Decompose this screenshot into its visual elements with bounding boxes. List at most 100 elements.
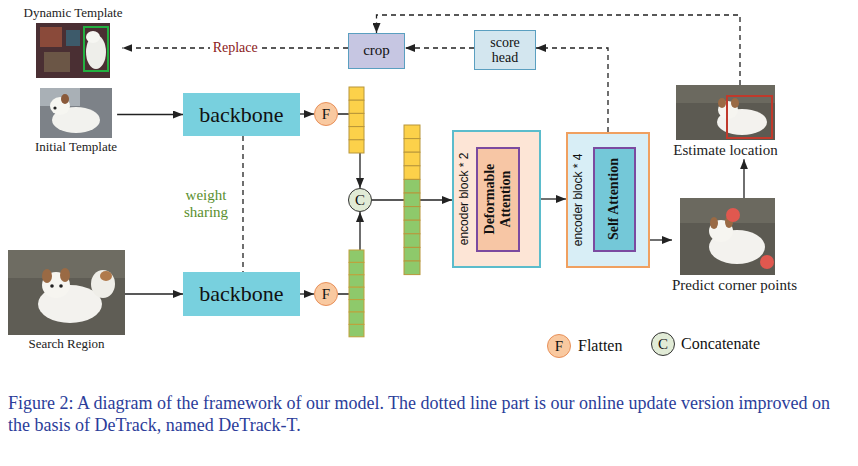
dynamic-template-photo [36,23,110,78]
connector [300,293,314,294]
dog-ear [42,269,52,283]
dashed-connector [377,15,741,85]
photo-area [40,88,112,138]
attention-block: Deformable Attention [476,147,520,252]
connectors [117,15,744,294]
label-strip: encoder block * 4 [568,134,590,266]
token-cell [349,275,364,287]
photo-panel: Initial Template [35,88,117,155]
edge-label: weight sharing [175,187,237,222]
concat-operator: C [348,188,372,212]
legend-symbol: C [651,332,675,356]
symbol-letter: F [555,339,563,354]
node-label: Self Attention [606,158,622,240]
node-label: Predict corner points [672,277,797,294]
token-cell [404,152,420,166]
concatenated-token-column [404,125,420,275]
connector [125,293,183,294]
token-cell [404,125,420,139]
photo-ground [680,198,775,275]
estimate-location-photo [676,85,775,140]
initial-template-photo [40,88,112,138]
photo-area [680,198,775,275]
token-cell [404,139,420,153]
template-box [84,27,108,71]
dog-ear [710,217,718,229]
dog-head [86,31,100,43]
backbone-box: backbone [183,272,300,316]
node-label: F [322,107,330,122]
dog-ear [60,268,70,282]
photo-area [676,85,775,140]
node-label: C [355,193,365,208]
node-label: backbone [199,281,283,306]
dashed-connector [405,47,474,48]
dashed-connector [536,48,608,132]
token-cell [349,87,364,100]
photo-area [36,23,110,78]
dog-eye [50,284,54,288]
figure-caption: Figure 2: A diagram of the framework of … [8,393,853,437]
photo-patch [66,30,80,46]
process-box: score head [474,30,536,70]
token-cell [404,207,420,221]
dog-eye [59,284,63,288]
legend-symbol: F [547,334,571,358]
connector [650,239,672,240]
connector [300,113,314,114]
corner-point [726,208,740,222]
photo-panel: Dynamic Template [24,6,123,78]
legend-text: Flatten [578,337,622,355]
flatten-operator: F [314,282,338,306]
photo-panel: Search Region [8,250,125,352]
couch-back [680,198,775,223]
photo-ground [36,23,110,78]
corner-point [760,255,774,269]
connector [541,198,566,199]
token-cell [404,234,420,248]
token-cell [404,179,420,193]
dashed-connector [242,136,243,272]
token-cell [404,193,420,207]
dog-patch [100,271,112,281]
estimate-box [727,96,772,138]
node-label: encoder block * 2 [458,153,472,246]
flatten-operator: F [314,102,338,126]
dog-eye [53,106,56,109]
token-cell [349,250,364,262]
label-strip: encoder block * 2 [454,132,476,266]
dog-ear [731,98,739,108]
token-cell [404,261,420,275]
token-cell [404,247,420,261]
predict-corner-photo [680,198,775,275]
photo-ground [676,85,775,140]
edge-label: Replace [210,40,261,56]
node-label: F [322,287,330,302]
process-box: crop [348,33,405,69]
attention-block: Self Attention [593,147,636,252]
connector [743,159,744,198]
couch-back [676,85,775,103]
token-cell [349,100,364,113]
photo-panel: Predict corner points [672,198,797,294]
token-cell [349,140,364,153]
photo-panel: Estimate location [673,85,778,159]
node-label: encoder block * 4 [572,154,586,247]
photo-patch [40,27,62,47]
node-label: backbone [199,102,283,127]
photo-area [8,250,125,335]
legend-text: Concatenate [681,335,760,353]
backbone-box: backbone [183,93,300,136]
dog-rear [91,270,115,298]
photo-ground [40,88,112,138]
node-label: Search Region [28,337,104,352]
node-label: Estimate location [673,142,778,159]
node-label: Deformable Attention [482,155,514,245]
token-cell [349,312,364,324]
token-cell [349,324,364,336]
encoder-block: encoder block * 2 Deformable Attention [452,130,541,268]
node-label: score head [480,35,530,66]
node-label: Dynamic Template [24,6,123,21]
